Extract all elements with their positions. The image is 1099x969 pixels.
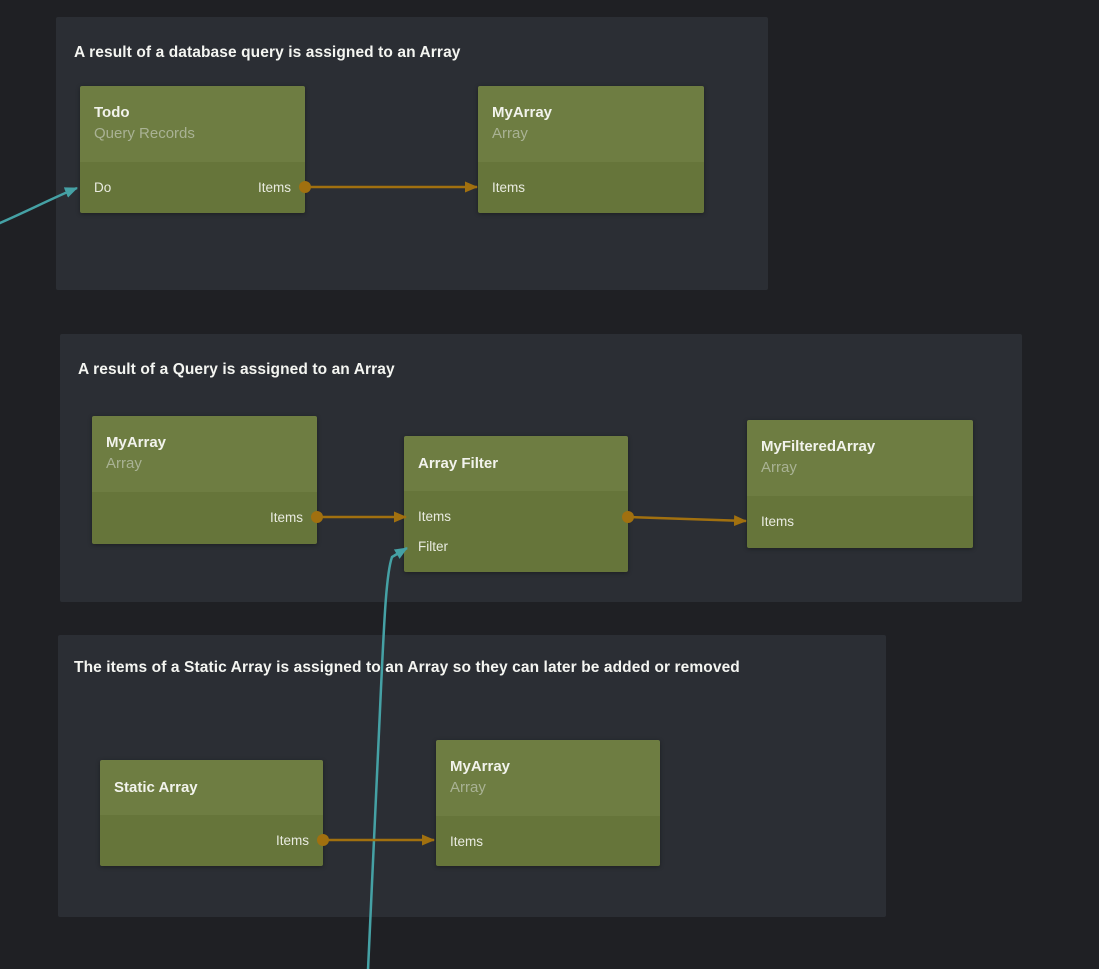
port-items-input[interactable]: Items: [492, 179, 526, 195]
port-row: Items: [436, 826, 660, 856]
node-header: Todo Query Records: [80, 86, 305, 162]
node-subtitle: Array: [106, 455, 142, 472]
node-ports: Items Filter: [404, 491, 628, 572]
node-title: Todo: [94, 104, 130, 121]
node-ports: Items: [478, 162, 704, 213]
node-subtitle: Array: [492, 125, 528, 142]
port-filter-input[interactable]: Filter: [418, 538, 448, 554]
group-title: The items of a Static Array is assigned …: [74, 659, 740, 676]
port-row: Items: [100, 825, 323, 855]
node-myarray-target[interactable]: MyArray Array Items: [436, 740, 660, 866]
port-items-output[interactable]: Items: [275, 832, 309, 848]
node-header: Array Filter: [404, 436, 628, 491]
node-ports: Items: [92, 492, 317, 544]
node-header: MyFilteredArray Array: [747, 420, 973, 496]
port-row: Items: [92, 502, 317, 532]
node-ports: Items: [100, 815, 323, 866]
comment-group-query-array[interactable]: A result of a Query is assigned to an Ar…: [60, 334, 1022, 602]
port-items-input[interactable]: Items: [418, 508, 452, 524]
node-subtitle: Array: [761, 459, 797, 476]
port-items-output[interactable]: Items: [269, 509, 303, 525]
port-row: Items: [478, 172, 704, 202]
group-title: A result of a Query is assigned to an Ar…: [78, 361, 395, 378]
port-row: Do Items: [80, 172, 305, 202]
node-ports: Items: [436, 816, 660, 866]
node-title: MyArray: [492, 104, 553, 121]
node-myarray-source[interactable]: MyArray Array Items: [92, 416, 317, 544]
port-items-input[interactable]: Items: [450, 833, 484, 849]
comment-group-static-array[interactable]: The items of a Static Array is assigned …: [58, 635, 886, 917]
port-row: Items: [747, 506, 973, 536]
node-array-filter[interactable]: Array Filter Items Filter: [404, 436, 628, 572]
port-do[interactable]: Do: [94, 179, 112, 195]
node-header: MyArray Array: [478, 86, 704, 162]
node-header: Static Array: [100, 760, 323, 815]
node-title: MyArray: [106, 434, 167, 451]
port-row: Filter: [404, 531, 628, 561]
node-static-array[interactable]: Static Array Items: [100, 760, 323, 866]
node-title: Array Filter: [418, 455, 499, 472]
node-subtitle: Query Records: [94, 125, 195, 142]
comment-group-database-query[interactable]: A result of a database query is assigned…: [56, 17, 768, 290]
node-title: MyFilteredArray: [761, 438, 876, 455]
port-row: Items: [404, 501, 628, 531]
port-items-output[interactable]: Items: [257, 179, 291, 195]
node-ports: Do Items: [80, 162, 305, 213]
node-header: MyArray Array: [92, 416, 317, 492]
node-title: Static Array: [114, 779, 198, 796]
node-ports: Items: [747, 496, 973, 548]
node-myarray[interactable]: MyArray Array Items: [478, 86, 704, 213]
node-header: MyArray Array: [436, 740, 660, 816]
port-items-input[interactable]: Items: [761, 513, 795, 529]
group-title: A result of a database query is assigned…: [74, 44, 461, 61]
node-title: MyArray: [450, 758, 511, 775]
node-myfilteredarray[interactable]: MyFilteredArray Array Items: [747, 420, 973, 548]
node-todo-query-records[interactable]: Todo Query Records Do Items: [80, 86, 305, 213]
node-subtitle: Array: [450, 779, 486, 796]
